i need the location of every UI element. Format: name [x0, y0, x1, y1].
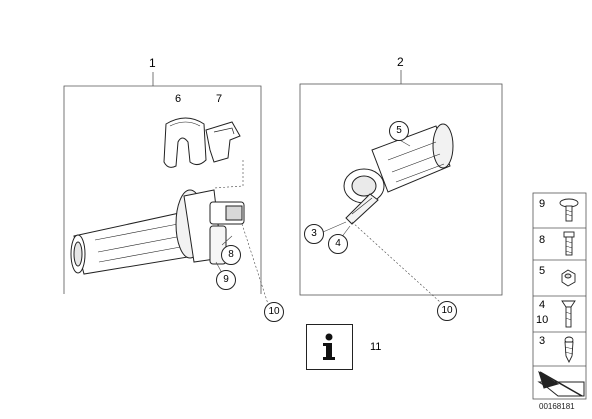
callout-8[interactable]: 8: [221, 245, 241, 265]
side-label-9: 9: [539, 198, 546, 210]
group-1-frame: [63, 72, 262, 294]
left-throttle-grip: [70, 189, 245, 275]
callout-7: 7: [216, 93, 223, 105]
hex-nut-icon: [561, 269, 576, 287]
group-1-number: 1: [149, 56, 156, 70]
document-id: 00168181: [539, 402, 575, 411]
group-2-number: 2: [397, 55, 404, 69]
side-label-4: 4: [539, 299, 546, 311]
group-2-frame: [299, 70, 503, 296]
callout-10-right[interactable]: 10: [437, 301, 457, 321]
part-7-bracket: [205, 121, 241, 163]
torx-screw-icon: [559, 198, 579, 222]
side-label-3: 3: [539, 335, 546, 347]
callout-6: 6: [175, 93, 182, 105]
long-screw-icon: [563, 231, 575, 256]
side-label-10: 10: [536, 314, 549, 326]
hardware-panel-frame: [532, 192, 587, 400]
side-label-8: 8: [539, 234, 546, 246]
info-icon: [323, 333, 335, 360]
info-number: 11: [370, 341, 382, 353]
right-handlebar-grip: [343, 123, 454, 225]
info-box[interactable]: [306, 324, 353, 370]
callout-10-left[interactable]: 10: [264, 302, 284, 322]
callout-5[interactable]: 5: [389, 121, 409, 141]
side-label-5: 5: [539, 265, 546, 277]
part-6-cover: [163, 117, 207, 168]
callout-3[interactable]: 3: [304, 224, 324, 244]
callout-9[interactable]: 9: [216, 270, 236, 290]
self-tapping-screw-icon: [564, 336, 574, 364]
countersunk-screw-icon: [561, 300, 576, 328]
corner-arrow-icon: [537, 370, 585, 397]
callout-4[interactable]: 4: [328, 234, 348, 254]
